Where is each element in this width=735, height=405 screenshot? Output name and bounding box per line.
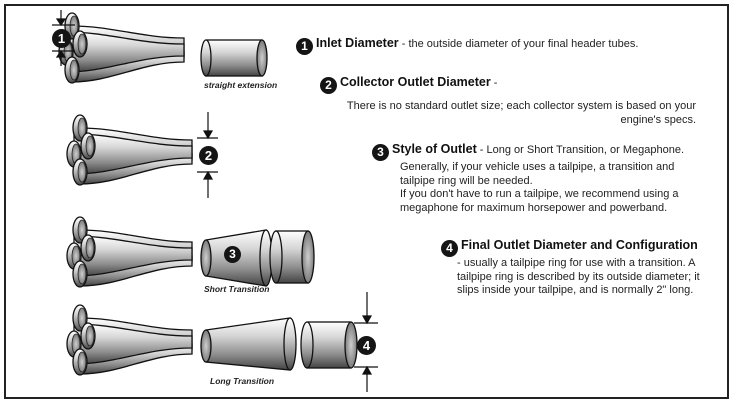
item-2-desc: There is no standard outlet size; each c… [346,100,696,126]
item-1-desc: the outside diameter of your final heade… [408,38,639,50]
collector-3 [66,216,193,288]
caption-long-transition: Long Transition [210,376,275,386]
outlet-dimension-arrows [197,112,218,198]
item-1-title: Inlet Diameter [316,36,399,50]
marker-3: 3 [224,246,241,263]
caption-short-transition: Short Transition [204,284,270,294]
item-2-number: 2 [320,77,337,94]
caption-straight-extension: straight extension [204,80,278,90]
collector-4 [66,304,193,376]
collector-2 [66,114,193,186]
item-2-title: Collector Outlet Diameter [340,75,491,89]
item-4-desc-wrap: - usually a tailpipe ring for use with a… [457,257,700,296]
item-3-desc1: Long or Short Transition, or Megaphone. [486,144,685,156]
straight-extension [200,39,268,77]
inlet-dimension-arrows [52,10,75,66]
marker-2: 2 [199,146,218,165]
item-1-number: 1 [296,38,313,55]
item-4-title: Final Outlet Diameter and Configuration [461,238,698,252]
marker-4: 4 [357,336,376,355]
item-4-number: 4 [441,240,458,257]
collector-1 [58,12,185,84]
item-3-desc3: If you don't have to run a tailpipe, we … [400,188,679,214]
long-transition [200,317,297,371]
item-3-title: Style of Outlet [392,142,477,156]
tailpipe-ring-short [269,230,315,284]
item-4-desc: usually a tailpipe ring for use with a t… [457,257,700,296]
item-3-desc2: Generally, if your vehicle uses a tailpi… [400,161,675,187]
marker-1: 1 [52,29,71,48]
tailpipe-ring-long [300,321,358,369]
item-3-number: 3 [372,144,389,161]
final-outlet-dimension-arrows [354,292,378,392]
